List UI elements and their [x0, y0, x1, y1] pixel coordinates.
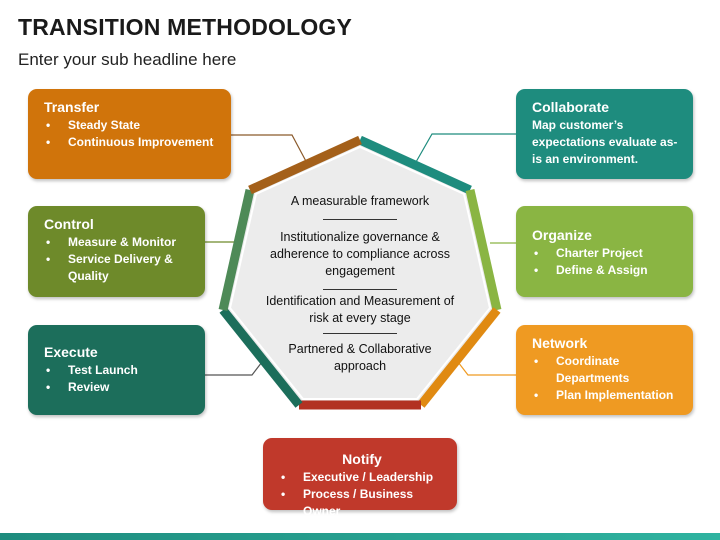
execute-box: Execute Test Launch Review — [28, 325, 205, 415]
connector-transfer — [231, 134, 309, 166]
center-item-1: A measurable framework — [290, 194, 430, 208]
control-title: Control — [44, 216, 94, 232]
execute-item: Test Launch — [46, 362, 193, 379]
organize-item: Define & Assign — [534, 262, 681, 279]
organize-item: Charter Project — [534, 245, 681, 262]
edge-collaborate — [358, 135, 472, 195]
network-box: Network Coordinate Departments Plan Impl… — [516, 325, 693, 415]
connector-collaborate — [415, 133, 516, 163]
center-item-2: Institutionalize governance & adherence … — [270, 230, 450, 278]
center-divider-3 — [323, 333, 397, 334]
collaborate-text: Map customer’s expectations evaluate as-… — [532, 118, 678, 166]
control-item: Service Delivery & Quality — [46, 251, 193, 285]
execute-title: Execute — [44, 344, 98, 360]
control-item: Measure & Monitor — [46, 234, 193, 251]
edge-control — [218, 189, 255, 311]
notify-item: Process / Business Owner — [281, 486, 445, 520]
connector-execute — [205, 361, 263, 376]
network-item: Coordinate Departments — [534, 353, 681, 387]
footer-bar — [0, 533, 720, 540]
transfer-title: Transfer — [44, 99, 100, 115]
edge-organize — [465, 189, 502, 311]
notify-item: Executive / Leadership — [281, 469, 445, 486]
center-item-3: Identification and Measurement of risk a… — [265, 294, 455, 325]
transfer-item: Continuous Improvement — [46, 134, 219, 151]
center-divider-2 — [323, 289, 397, 290]
notify-title: Notify — [342, 451, 382, 467]
page-subtitle: Enter your sub headline here — [18, 50, 237, 69]
edge-network — [417, 307, 501, 408]
network-title: Network — [532, 335, 588, 351]
organize-title: Organize — [532, 227, 592, 243]
connector-network — [457, 361, 516, 376]
control-box: Control Measure & Monitor Service Delive… — [28, 206, 205, 297]
execute-item: Review — [46, 379, 193, 396]
edge-transfer — [248, 135, 362, 195]
center-item-4: Partnered & Collaborative approach — [288, 342, 432, 373]
collaborate-title: Collaborate — [532, 99, 610, 115]
transfer-item: Steady State — [46, 117, 219, 134]
collaborate-box: Collaborate Map customer’s expectations … — [516, 89, 693, 179]
transfer-box: Transfer Steady State Continuous Improve… — [28, 89, 231, 179]
center-divider-1 — [323, 219, 397, 220]
edge-execute — [219, 307, 303, 408]
network-item: Plan Implementation — [534, 387, 681, 404]
notify-box: Notify Executive / Leadership Process / … — [263, 438, 457, 518]
organize-box: Organize Charter Project Define & Assign — [516, 206, 693, 297]
page-title: TRANSITION METHODOLOGY — [18, 14, 353, 40]
